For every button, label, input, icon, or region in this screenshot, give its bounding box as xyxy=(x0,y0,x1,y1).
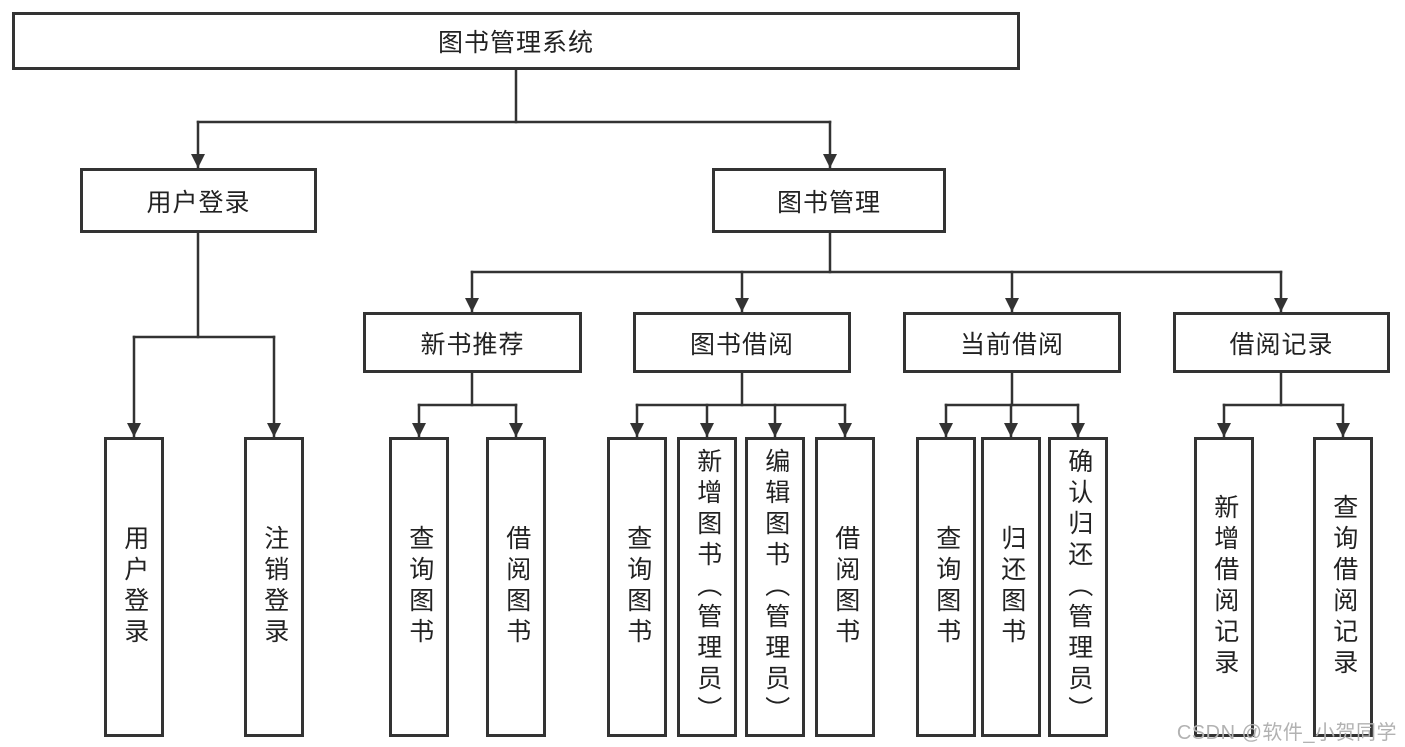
node-label: 新增借阅记录 xyxy=(1210,494,1239,680)
node-label: 借阅图书 xyxy=(502,525,531,649)
node-leaf-add-borrow-record: 新增借阅记录 xyxy=(1194,437,1254,737)
node-leaf-query-books-borrow: 查询图书 xyxy=(607,437,667,737)
node-label: 新书推荐 xyxy=(420,330,525,359)
node-leaf-borrow-books: 借阅图书 xyxy=(815,437,875,737)
node-label: 当前借阅 xyxy=(959,330,1064,359)
node-label: 图书管理系统 xyxy=(437,29,594,57)
node-library-management-system: 图书管理系统 xyxy=(12,12,1020,70)
node-new-book-recommendation: 新书推荐 xyxy=(363,312,582,373)
node-label: 用户登录 xyxy=(146,188,251,217)
node-leaf-return-books: 归还图书 xyxy=(981,437,1041,737)
node-label: 编辑图书（管理员） xyxy=(761,447,790,727)
node-label: 图书借阅 xyxy=(689,330,794,359)
csdn-watermark: CSDN @软件_小贺同学 xyxy=(1176,722,1397,744)
node-leaf-logout: 注销登录 xyxy=(244,437,304,737)
node-borrowing-records: 借阅记录 xyxy=(1173,312,1390,373)
node-label: 查询图书 xyxy=(932,525,961,649)
node-leaf-query-borrow-record: 查询借阅记录 xyxy=(1313,437,1373,737)
node-label: 注销登录 xyxy=(260,525,289,649)
node-leaf-confirm-return-admin: 确认归还（管理员） xyxy=(1048,437,1108,737)
node-label: 查询图书 xyxy=(405,525,434,649)
node-book-borrowing: 图书借阅 xyxy=(633,312,851,373)
node-user-login: 用户登录 xyxy=(80,168,317,233)
node-label: 用户登录 xyxy=(120,525,149,649)
node-label: 查询借阅记录 xyxy=(1329,494,1358,680)
node-label: 图书管理 xyxy=(776,188,881,217)
node-leaf-borrow-books-recommend: 借阅图书 xyxy=(486,437,546,737)
node-label: 查询图书 xyxy=(623,525,652,649)
node-label: 归还图书 xyxy=(997,525,1026,649)
node-leaf-edit-book-admin: 编辑图书（管理员） xyxy=(745,437,805,737)
node-label: 确认归还（管理员） xyxy=(1064,447,1093,727)
node-label: 借阅记录 xyxy=(1229,330,1334,359)
node-leaf-query-books-recommend: 查询图书 xyxy=(389,437,449,737)
node-leaf-user-login: 用户登录 xyxy=(104,437,164,737)
node-leaf-query-books-current: 查询图书 xyxy=(916,437,976,737)
node-current-borrowing: 当前借阅 xyxy=(903,312,1121,373)
node-leaf-add-book-admin: 新增图书（管理员） xyxy=(677,437,737,737)
node-book-management: 图书管理 xyxy=(712,168,946,233)
node-label: 新增图书（管理员） xyxy=(693,447,722,727)
node-label: 借阅图书 xyxy=(831,525,860,649)
